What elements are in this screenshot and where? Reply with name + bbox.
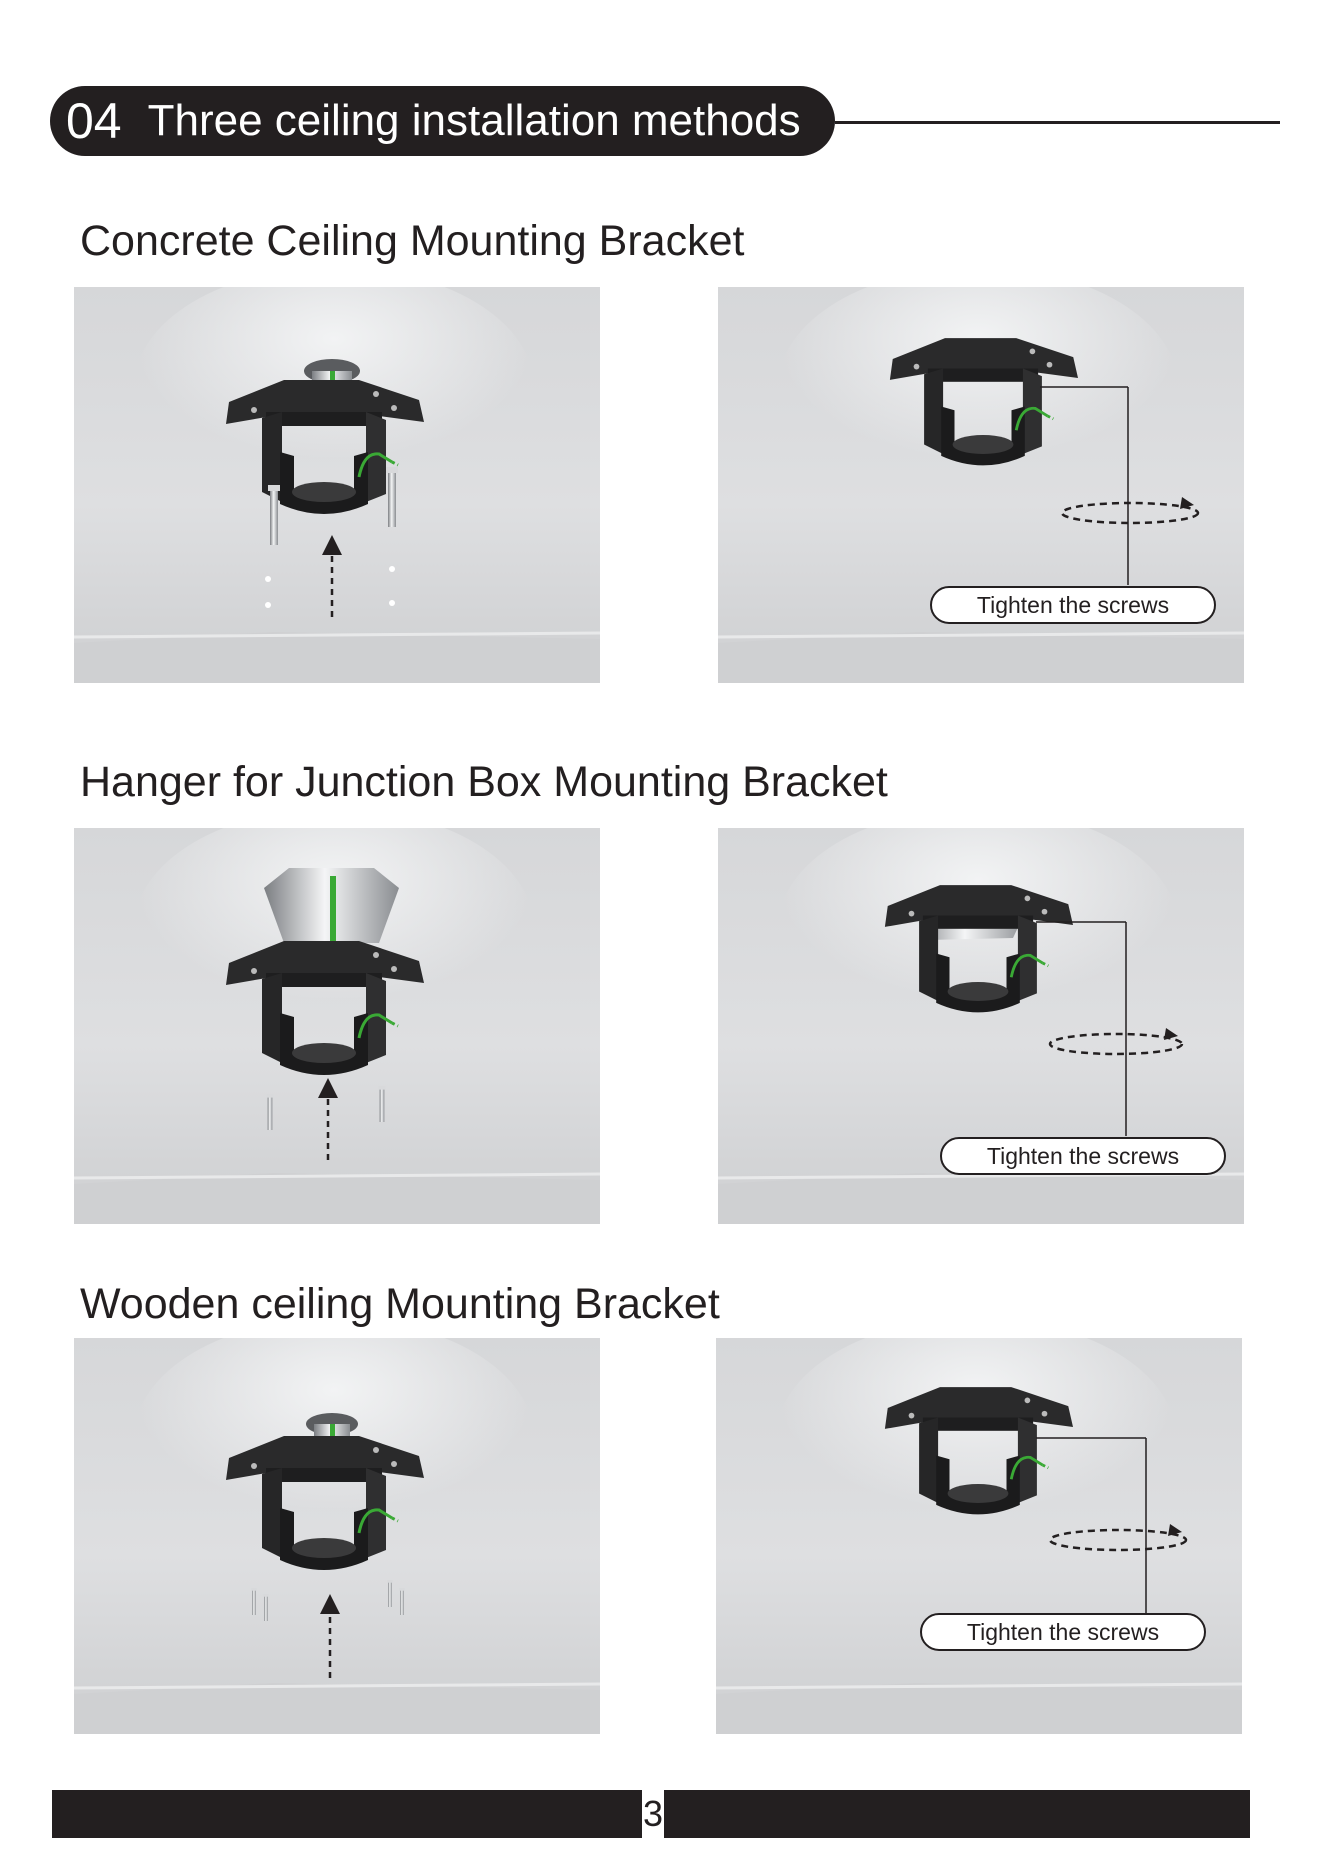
callout-tighten-screws-3: Tighten the screws bbox=[920, 1613, 1206, 1651]
section-heading: Three ceiling installation methods bbox=[148, 96, 801, 146]
callout-tighten-screws-2: Tighten the screws bbox=[940, 1137, 1226, 1175]
footer-bar-left bbox=[52, 1790, 642, 1838]
page-number: 3 bbox=[642, 1790, 664, 1838]
footer-bar-right bbox=[664, 1790, 1250, 1838]
section-title-junction-box: Hanger for Junction Box Mounting Bracket bbox=[80, 758, 888, 807]
header-rule bbox=[835, 121, 1280, 124]
concrete-step1-illustration bbox=[74, 287, 600, 683]
junction-step1-illustration bbox=[74, 828, 600, 1224]
wooden-step1-illustration bbox=[74, 1338, 600, 1734]
callout-tighten-screws-1: Tighten the screws bbox=[930, 586, 1216, 624]
section-number: 04 bbox=[66, 92, 122, 150]
section-header: 04 Three ceiling installation methods bbox=[50, 86, 835, 156]
section-title-wooden: Wooden ceiling Mounting Bracket bbox=[80, 1280, 720, 1329]
section-title-concrete: Concrete Ceiling Mounting Bracket bbox=[80, 217, 744, 266]
wooden-step2-illustration bbox=[716, 1338, 1242, 1734]
